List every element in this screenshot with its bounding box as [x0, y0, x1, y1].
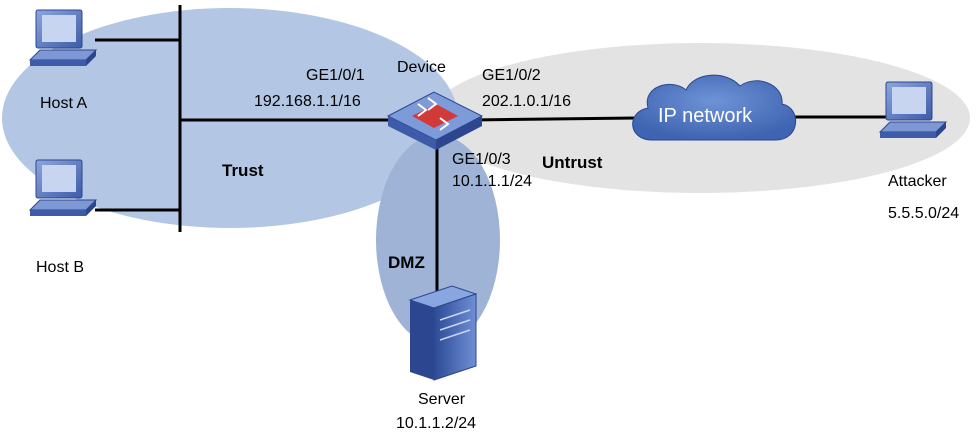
- ip-network-cloud-icon: [632, 74, 797, 141]
- links: [95, 5, 895, 295]
- ge3-ip-label: 10.1.1.1/24: [452, 173, 532, 190]
- ge2-ip-label: 202.1.0.1/16: [482, 93, 571, 110]
- host-a-icon: [28, 9, 98, 66]
- untrust-zone-label: Untrust: [542, 153, 603, 172]
- host-a-label: Host A: [40, 95, 87, 112]
- attacker-label: Attacker: [888, 173, 947, 190]
- ge3-port-label: GE1/0/3: [452, 151, 511, 168]
- device-label: Device: [397, 59, 446, 76]
- server-ip-label: 10.1.1.2/24: [396, 415, 476, 432]
- ge2-port-label: GE1/0/2: [482, 67, 541, 84]
- ge1-ip-label: 192.168.1.1/16: [254, 93, 361, 110]
- device-cloud-link: [469, 116, 641, 122]
- firewall-device-icon: [386, 91, 484, 150]
- trust-zone-label: Trust: [222, 161, 264, 180]
- ge1-port-label: GE1/0/1: [306, 67, 365, 84]
- server-icon: [408, 285, 478, 381]
- attacker-ip-label: 5.5.5.0/24: [888, 205, 959, 222]
- host-b-icon: [28, 159, 98, 216]
- ip-network-label: IP network: [658, 105, 753, 127]
- host-b-label: Host B: [36, 259, 84, 276]
- attacker-icon: [878, 81, 948, 138]
- server-label: Server: [418, 391, 466, 408]
- trust-zone: [2, 8, 458, 228]
- dmz-zone-label: DMZ: [388, 253, 425, 272]
